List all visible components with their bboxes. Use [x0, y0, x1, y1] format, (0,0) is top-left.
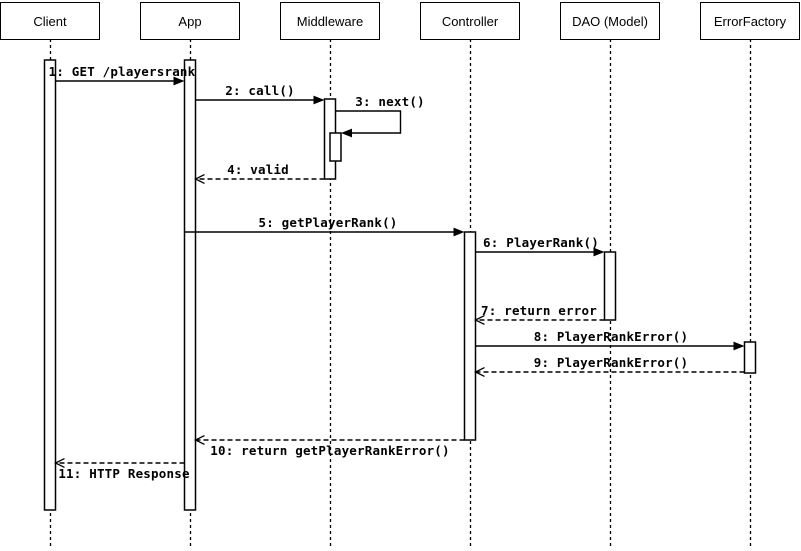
participant-label: Client: [33, 13, 67, 29]
message-label-5: 5: getPlayerRank(): [258, 215, 398, 230]
activation-errorfactory: [743, 341, 757, 374]
activation-controller: [463, 231, 477, 441]
message-label-8: 8: PlayerRankError(): [533, 329, 689, 344]
arrowhead-filled-8: [733, 341, 745, 351]
arrowhead-filled-2: [313, 95, 325, 105]
arrowhead-filled-3: [341, 128, 352, 138]
activation-dao: [603, 251, 617, 321]
participant-client: Client: [0, 2, 100, 40]
message-label-2: 2: call(): [225, 83, 295, 98]
activation-app: [183, 59, 197, 511]
participant-dao: DAO (Model): [560, 2, 660, 40]
participant-app: App: [140, 2, 240, 40]
message-label-3: 3: next(): [355, 94, 425, 109]
activation-middleware-nested: [329, 132, 342, 162]
activation-client: [43, 59, 57, 511]
participant-label: Middleware: [296, 13, 364, 29]
arrowhead-filled-5: [453, 227, 465, 237]
participant-label: ErrorFactory: [713, 13, 787, 29]
message-label-6: 6: PlayerRank(): [483, 235, 599, 250]
participant-controller: Controller: [420, 2, 520, 40]
arrowhead-open-9: [474, 367, 485, 377]
participant-label: App: [178, 13, 202, 29]
arrowhead-open-11: [54, 458, 65, 468]
arrowhead-open-7: [474, 315, 485, 325]
message-label-7: 7: return error: [481, 303, 597, 318]
message-label-4: 4: valid: [227, 162, 289, 177]
participant-label: DAO (Model): [572, 13, 648, 29]
message-line-3-self-call: [335, 110, 402, 134]
participant-middleware: Middleware: [280, 2, 380, 40]
arrowhead-open-4: [194, 174, 205, 184]
message-label-11: 11: HTTP Response: [58, 466, 190, 481]
message-label-9: 9: PlayerRankError(): [533, 355, 689, 370]
participant-errorfactory: ErrorFactory: [700, 2, 800, 40]
participant-label: Controller: [441, 13, 499, 29]
message-label-10: 10: return getPlayerRankError(): [210, 443, 450, 458]
arrowhead-open-10: [194, 435, 205, 445]
arrowhead-filled-1: [173, 76, 185, 86]
message-label-1: 1: GET /playersrank: [48, 64, 196, 79]
arrowhead-filled-6: [593, 247, 605, 257]
